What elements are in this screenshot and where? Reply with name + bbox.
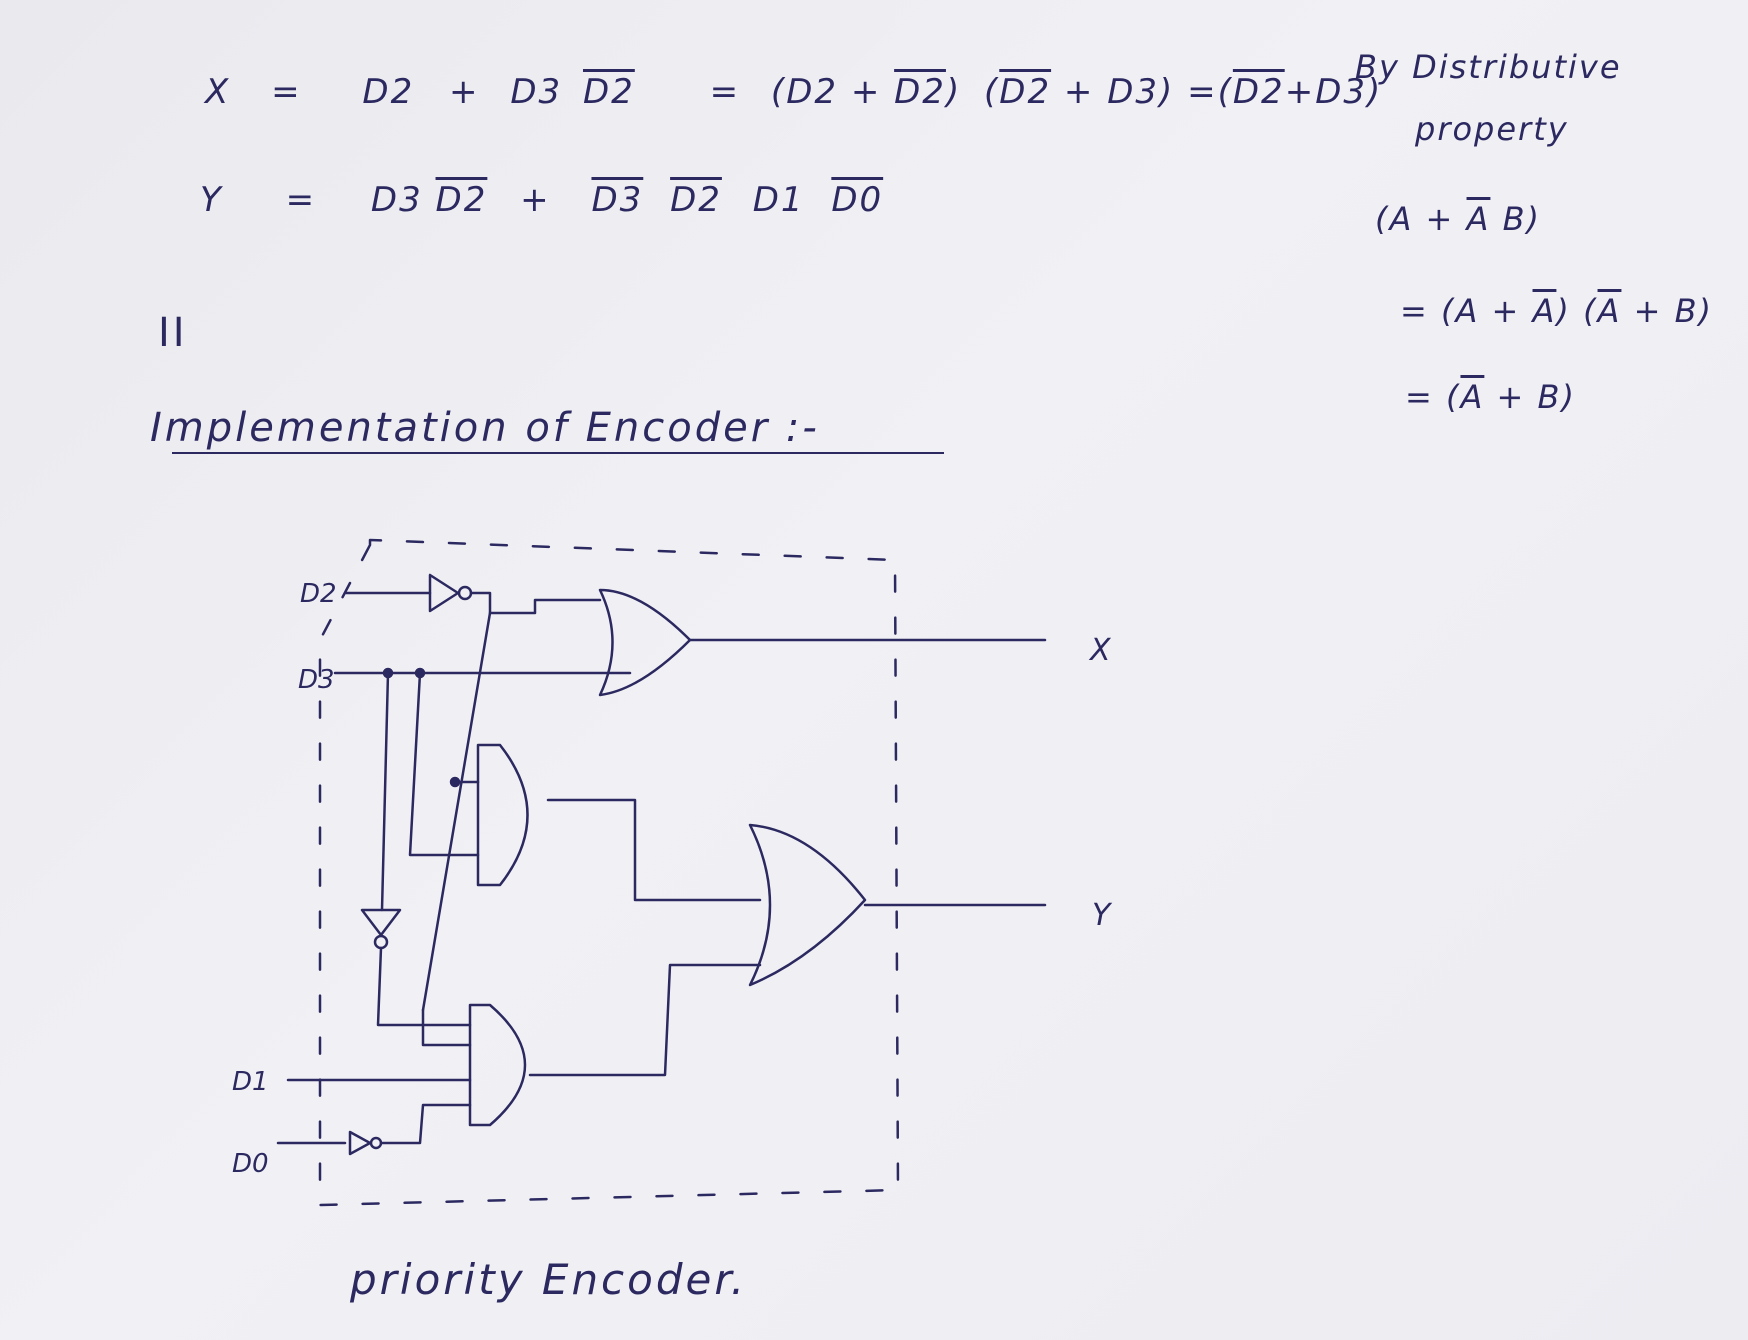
not-gate-d2: [428, 573, 460, 613]
x-r-open: (: [1217, 72, 1233, 112]
wire-d2bar-to-or1: [469, 591, 602, 615]
output-label-x: X: [1088, 633, 1112, 668]
x-f2-open: (: [984, 72, 1000, 112]
side-note-line3-ol: A: [1466, 200, 1491, 238]
x-f1-close: ): [945, 72, 962, 112]
side-note-line5-a: = (: [1405, 378, 1461, 416]
wire-and2-out: [528, 963, 762, 1077]
not-gate-d3: [360, 908, 402, 937]
input-label-d0: D0: [232, 1149, 269, 1179]
x-f2-plus: +: [1063, 72, 1095, 112]
and-gate-2: [468, 1003, 527, 1127]
x-term-d2-bar: D2: [582, 72, 635, 112]
y-term-d3-bar: D3: [591, 180, 644, 220]
x-f2-a: D2: [999, 72, 1052, 112]
x-f2-close: ): [1159, 72, 1175, 112]
x-term-d3: D3: [510, 72, 563, 112]
or-gate-x: [598, 588, 692, 697]
wire-d2bar-to-and2: [421, 1008, 472, 1047]
x-equals-3: =: [1187, 72, 1218, 112]
not-gate-d0: [348, 1130, 372, 1156]
equation-y: Y = D3 D2 + D3 D2 D1 D0: [200, 180, 883, 220]
side-note-line3: (A + A B): [1375, 200, 1541, 238]
not-gate-d3-bubble: [373, 934, 389, 950]
x-r-plus: +: [1284, 72, 1316, 112]
side-note-line4-a: = (A +: [1400, 292, 1533, 330]
side-note-line3-b: B): [1490, 200, 1542, 238]
caption: priority Encoder.: [350, 1255, 748, 1304]
side-note-line4-b: ) (: [1556, 292, 1598, 330]
x-f1-plus: +: [850, 72, 882, 112]
x-f1-b: D2: [894, 72, 946, 112]
x-f1-open: (: [770, 72, 787, 112]
side-note-line1: By Distributive: [1355, 48, 1622, 86]
side-note-line5-b: + B): [1484, 378, 1576, 416]
y-lhs: Y: [200, 180, 223, 220]
x-r-a: D2: [1232, 72, 1285, 112]
x-equals-1: =: [271, 72, 302, 112]
x-equals-2: =: [709, 72, 741, 112]
side-note-line4: = (A + A) (A + B): [1400, 292, 1713, 330]
side-note-line2: property: [1415, 110, 1569, 148]
side-note-line5: = (A + B): [1405, 378, 1576, 416]
x-f2-b: D3: [1107, 72, 1160, 112]
not-gate-d2-bubble: [457, 585, 473, 601]
input-label-d1: D1: [232, 1067, 269, 1097]
y-term-d2-bar: D2: [435, 180, 488, 220]
wire-d0bar-to-and2: [379, 1103, 472, 1145]
not-gate-d0-bubble: [369, 1136, 383, 1150]
wire-d3-to-and1: [408, 671, 480, 857]
section-marker: II: [158, 310, 188, 356]
side-note-line5-ol: A: [1460, 378, 1485, 416]
wire-d2bar-diagonal: [421, 611, 492, 1012]
side-note-line4-ol1: A: [1532, 292, 1557, 330]
y-term-d2-bar-2: D2: [670, 180, 722, 220]
input-label-d3: D3: [298, 665, 335, 695]
and-gate-1: [476, 743, 529, 887]
x-r-b: D3: [1315, 72, 1367, 112]
side-note-line4-ol2: A: [1597, 292, 1622, 330]
or-gate-y: [748, 823, 867, 987]
y-equals: =: [285, 180, 317, 220]
y-term-d0-bar: D0: [831, 180, 884, 220]
wire-d3-to-not: [380, 671, 390, 912]
y-term-d3: D3: [370, 180, 423, 220]
wire-d3bar-to-and2: [376, 946, 472, 1027]
y-term-d1: D1: [752, 180, 805, 220]
input-label-d2: D2: [300, 579, 337, 609]
wire-and1-out: [546, 798, 762, 902]
x-term-d2: D2: [362, 72, 415, 112]
heading-underline: [172, 452, 944, 454]
x-f1-a: D2: [786, 72, 838, 112]
encoder-boundary: [318, 538, 900, 1207]
side-note-line3-a: (A +: [1375, 200, 1467, 238]
x-lhs: X: [205, 72, 231, 112]
output-label-y: Y: [1092, 898, 1113, 933]
x-plus-1: +: [449, 72, 480, 112]
x-r-close: ): [1367, 72, 1383, 112]
equation-x: X = D2 + D3 D2 = (D2 + D2) (D2 + D3) =(D…: [205, 72, 1382, 112]
y-plus: +: [520, 180, 551, 220]
heading: Implementation of Encoder :-: [150, 405, 820, 451]
side-note-line4-c: + B): [1621, 292, 1714, 330]
